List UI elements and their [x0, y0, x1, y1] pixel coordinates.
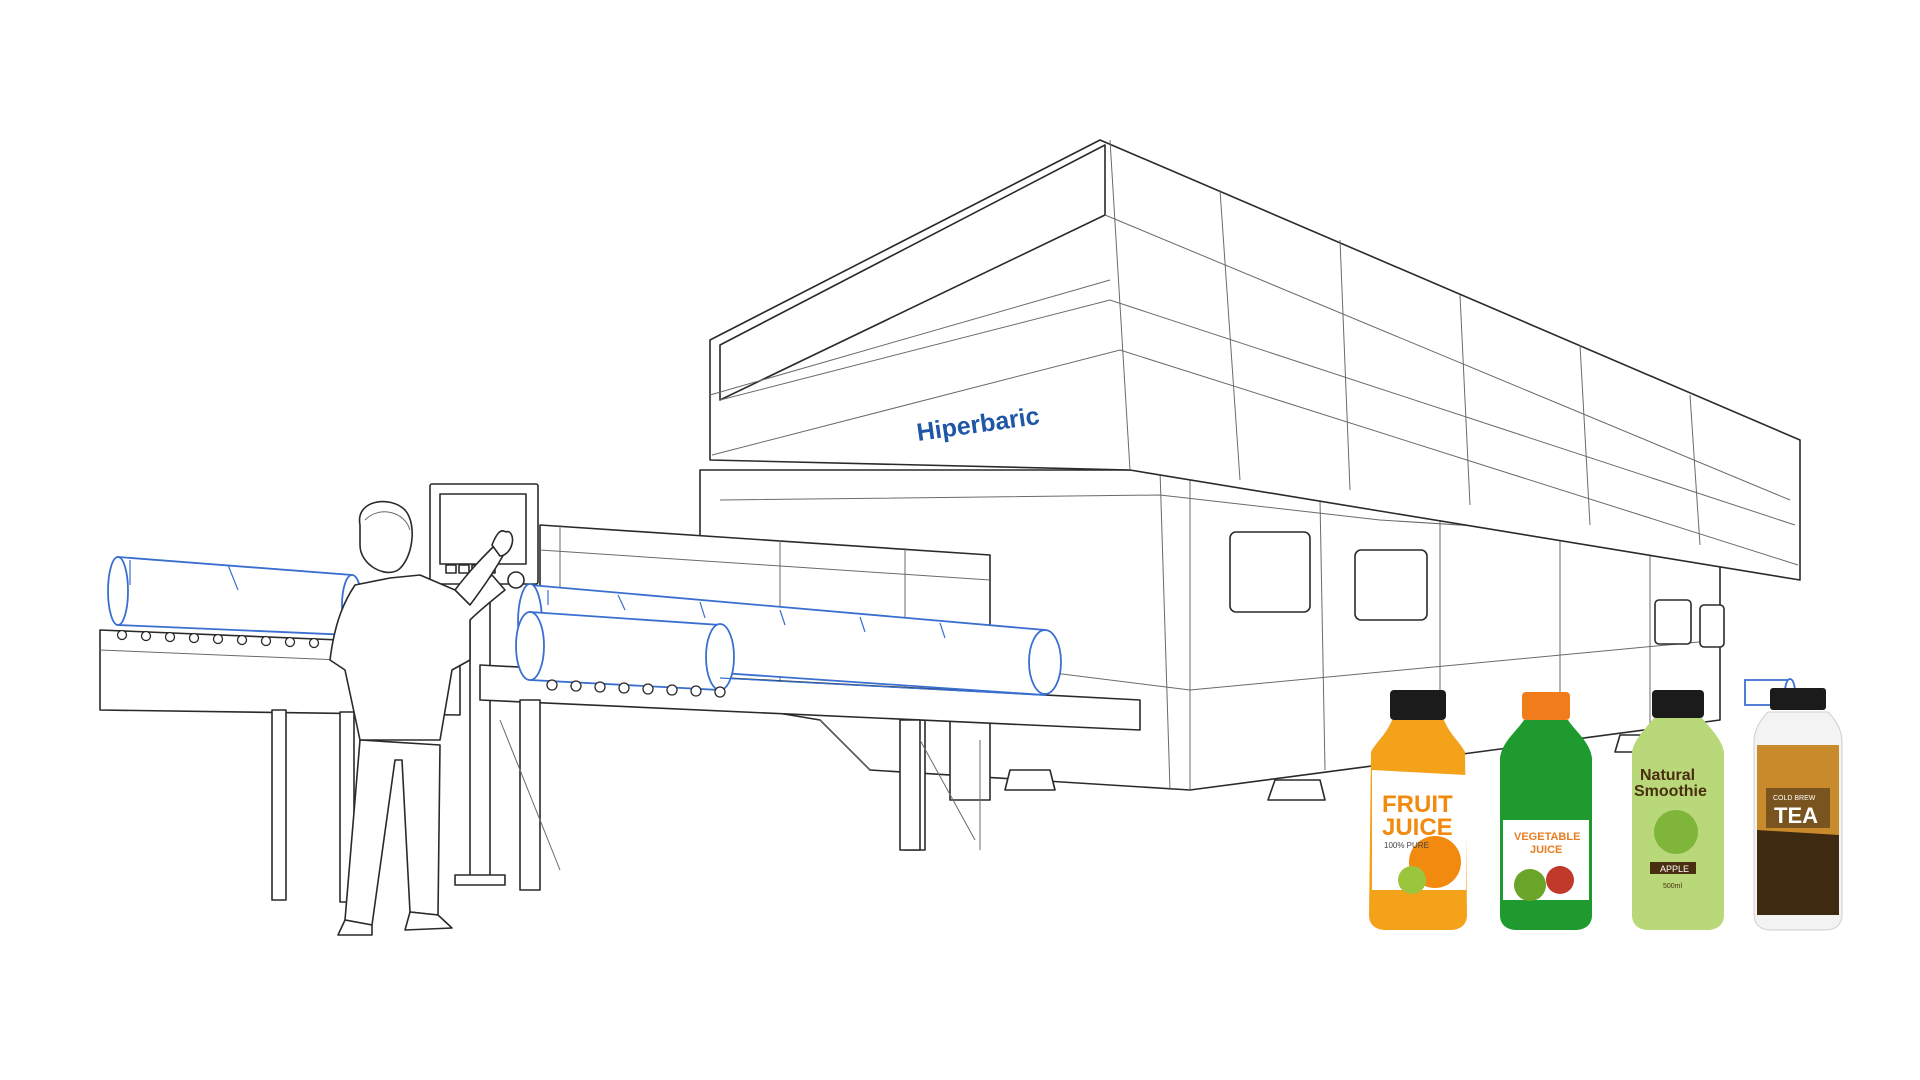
bottle-fruit-juice: FRUIT JUICE 100% PURE	[1369, 690, 1467, 930]
vegetable-juice-label-line1: VEGETABLE	[1514, 831, 1580, 843]
cold-brew-tea-label-line1: COLD BREW	[1773, 795, 1816, 802]
operator-person	[329, 500, 514, 936]
vegetable-juice-label-line2: JUICE	[1530, 844, 1562, 856]
front-conveyor-rollers	[546, 679, 726, 698]
natural-smoothie-label-line3: APPLE	[1660, 864, 1689, 874]
left-conveyor-rollers	[116, 629, 320, 649]
fruit-juice-label-line2: JUICE	[1382, 814, 1453, 841]
bottle-cold-brew-tea: COLD BREW TEA	[1753, 688, 1843, 931]
bottle-vegetable-juice: VEGETABLE JUICE	[1500, 692, 1592, 930]
natural-smoothie-label-line2: Smoothie	[1634, 783, 1707, 800]
bottle-natural-smoothie: Natural Smoothie APPLE 500ml	[1632, 690, 1724, 930]
cold-brew-tea-label-line2: TEA	[1774, 803, 1818, 828]
natural-smoothie-label-line4: 500ml	[1663, 883, 1683, 890]
front-conveyor	[479, 583, 1796, 891]
fruit-juice-label-line1: FRUIT	[1382, 791, 1453, 818]
natural-smoothie-label-line1: Natural	[1640, 767, 1695, 784]
fruit-juice-label-line3: 100% PURE	[1384, 841, 1429, 850]
control-panel	[429, 483, 539, 886]
